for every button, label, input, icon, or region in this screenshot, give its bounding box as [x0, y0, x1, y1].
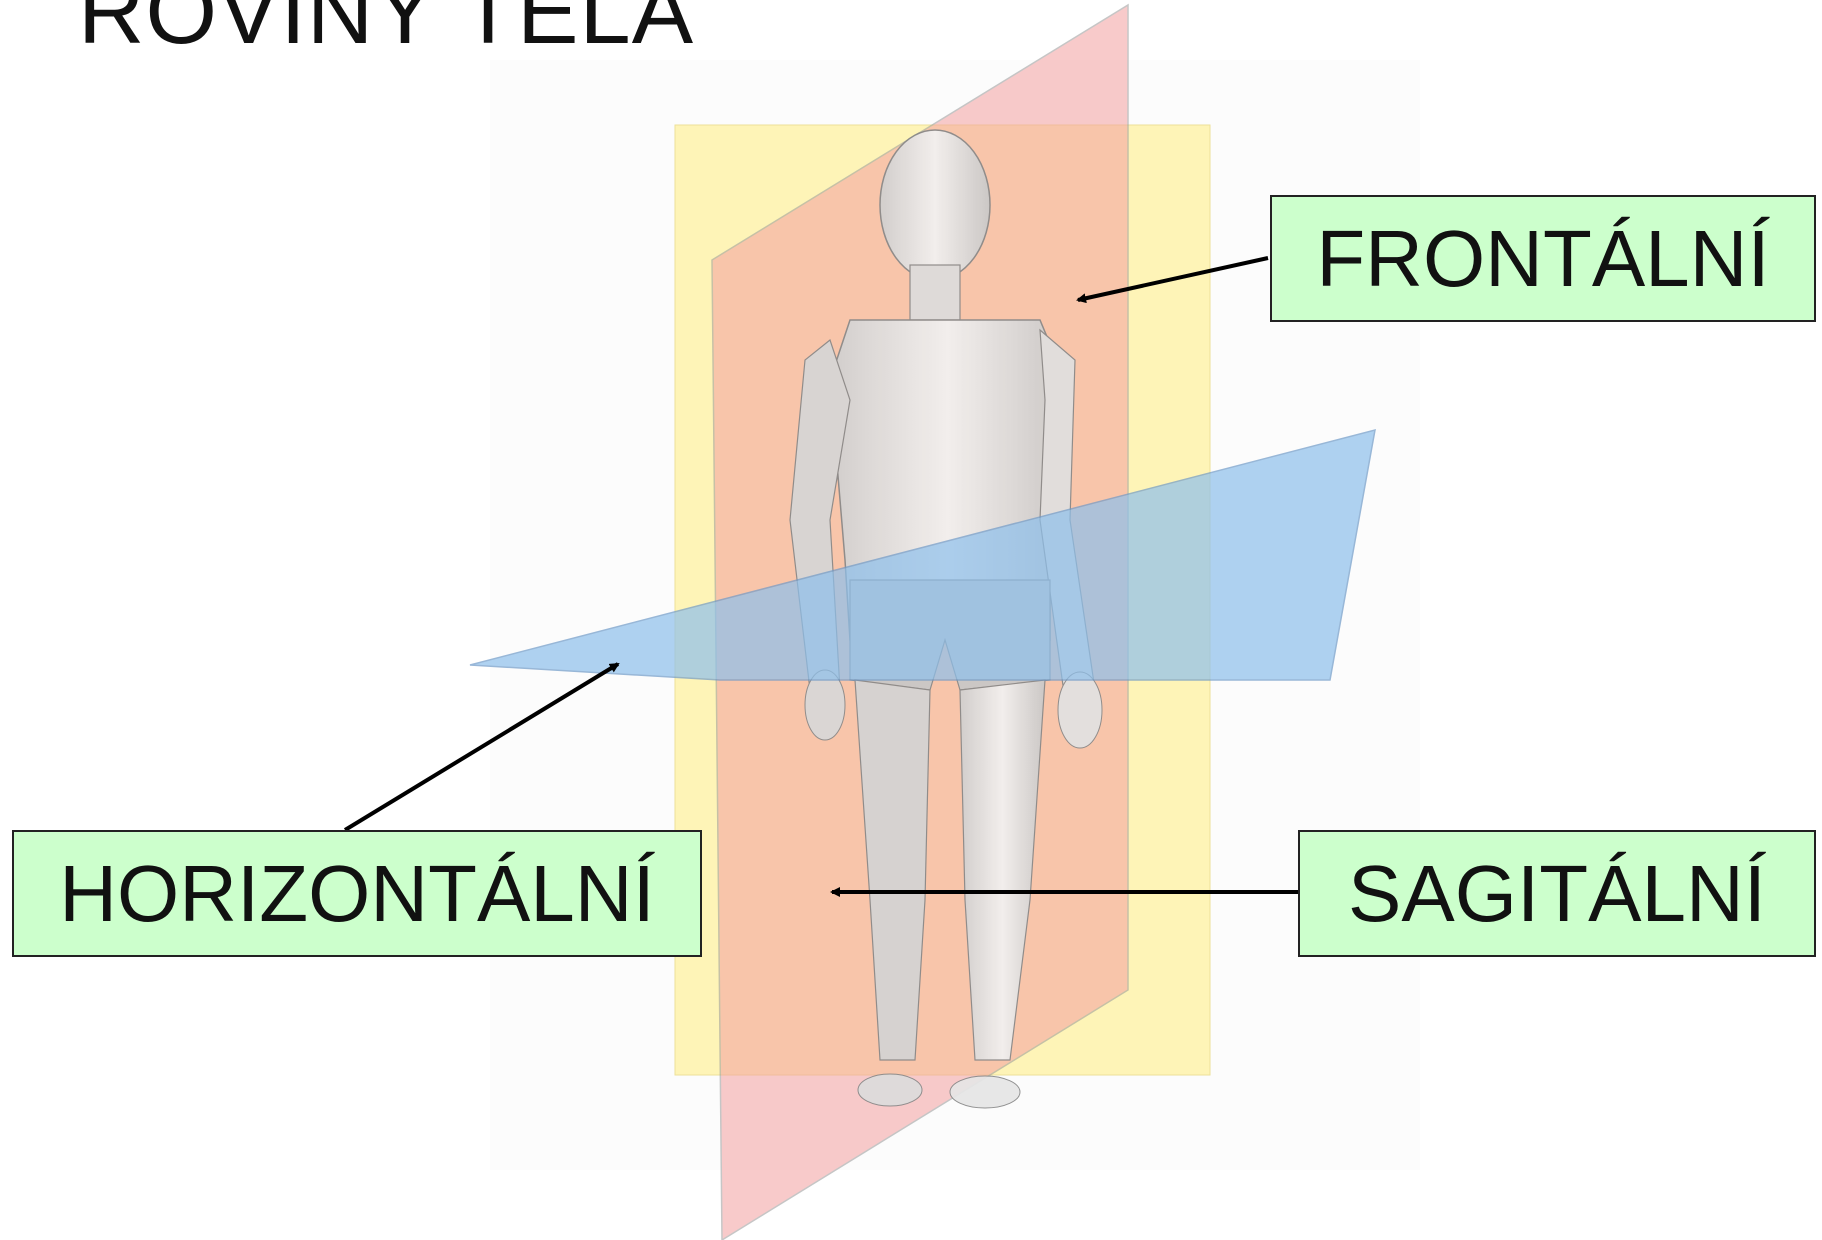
slide-title: ROVINY TĚLA: [78, 0, 694, 65]
frontal-label: FRONTÁLNÍ: [1270, 195, 1816, 322]
sagittal-label: SAGITÁLNÍ: [1298, 830, 1816, 957]
horizontal-label: HORIZONTÁLNÍ: [12, 830, 702, 957]
